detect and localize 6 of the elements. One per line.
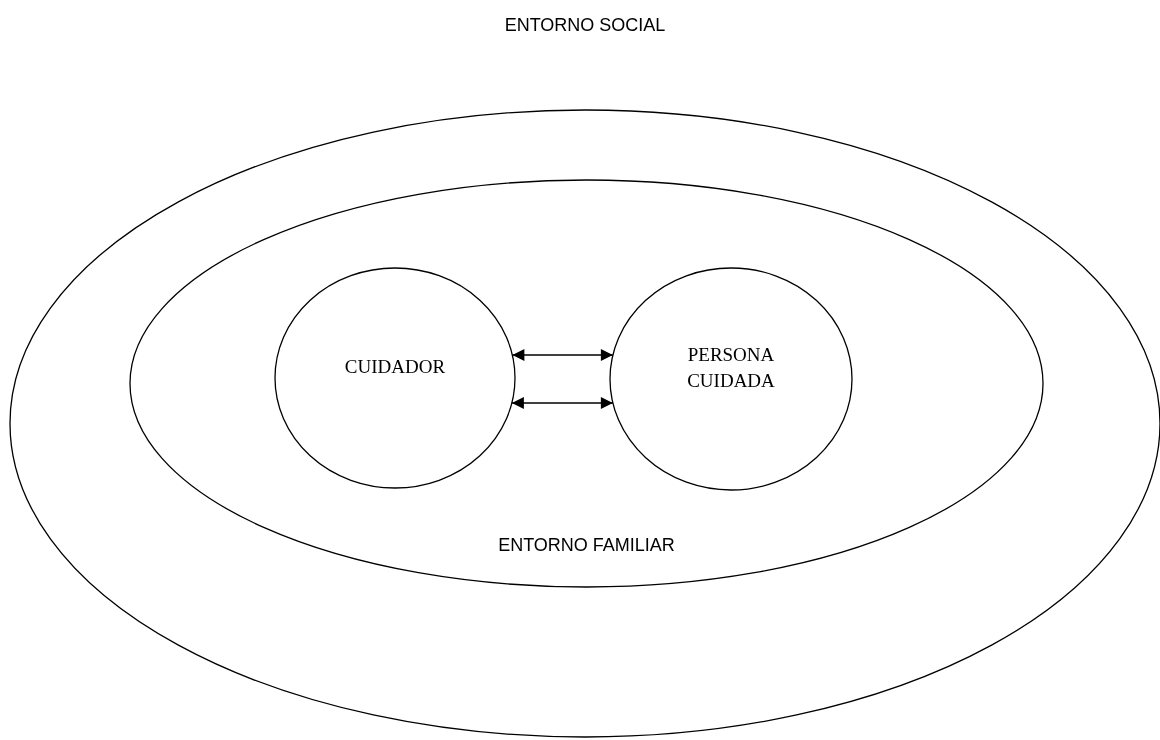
node-label: CUIDADOR <box>343 355 447 379</box>
node-label: PERSONA CUIDADA <box>686 343 776 393</box>
region-label: ENTORNO FAMILIAR <box>497 535 676 556</box>
double-arrow <box>511 397 614 409</box>
region-label: ENTORNO SOCIAL <box>503 15 667 36</box>
double-arrow <box>511 349 614 361</box>
